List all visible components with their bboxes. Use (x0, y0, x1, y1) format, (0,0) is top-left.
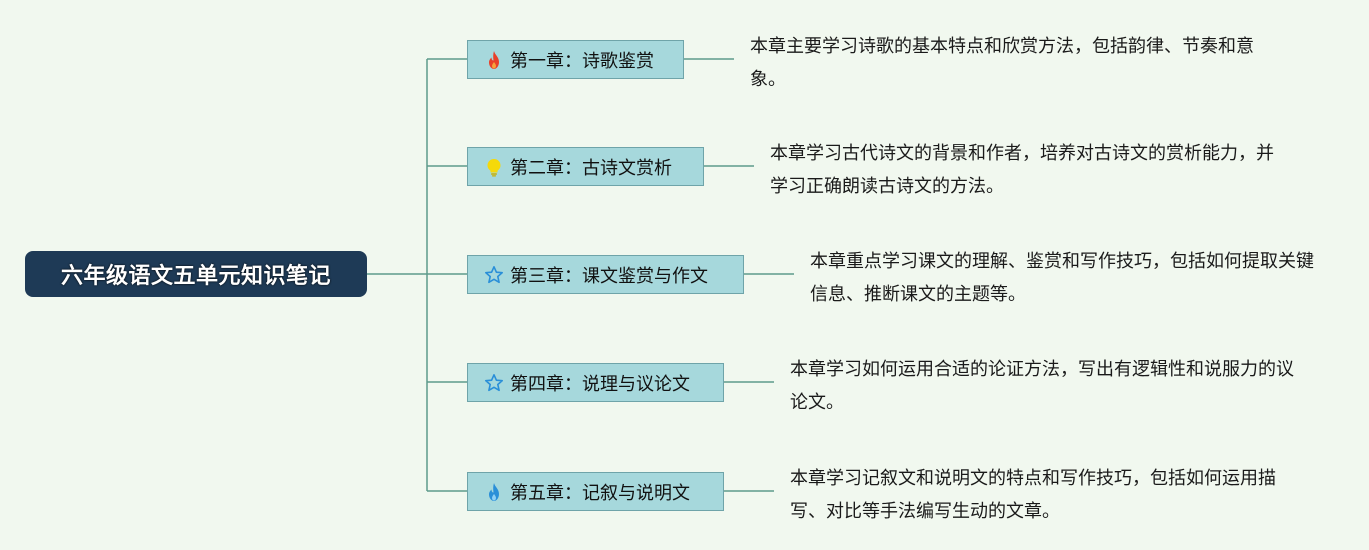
chapter-label-1: 第一章：诗歌鉴赏 (510, 50, 654, 72)
chapter-label-2: 第二章：古诗文赏析 (510, 157, 672, 179)
chapter-label-3: 第三章：课文鉴赏与作文 (510, 265, 708, 287)
root-title: 六年级语文五单元知识笔记 (60, 264, 331, 289)
chapter-label-5: 第五章：记叙与说明文 (510, 482, 690, 504)
chapter-node-2[interactable]: 第二章：古诗文赏析 (467, 147, 704, 186)
chapter-node-5[interactable]: 第五章：记叙与说明文 (467, 472, 724, 511)
chapter-description-4: 本章学习如何运用合适的论证方法，写出有逻辑性和说服力的议论文。 (790, 359, 1294, 413)
star-outline-icon (484, 373, 504, 393)
root-node[interactable]: 六年级语文五单元知识笔记 (25, 251, 367, 297)
chapter-description-2: 本章学习古代诗文的背景和作者，培养对古诗文的赏析能力，并学习正确朗读古诗文的方法… (770, 143, 1274, 197)
chapter-label-4: 第四章：说理与议论文 (510, 373, 690, 395)
star-outline-icon (484, 265, 504, 285)
lightbulb-icon (484, 157, 504, 177)
chapter-description-5: 本章学习记叙文和说明文的特点和写作技巧，包括如何运用描写、对比等手法编写生动的文… (790, 468, 1276, 522)
chapter-description-3: 本章重点学习课文的理解、鉴赏和写作技巧，包括如何提取关键信息、推断课文的主题等。 (810, 251, 1314, 305)
chapter-node-3[interactable]: 第三章：课文鉴赏与作文 (467, 255, 744, 294)
chapter-node-1[interactable]: 第一章：诗歌鉴赏 (467, 40, 684, 79)
chapter-description-1: 本章主要学习诗歌的基本特点和欣赏方法，包括韵律、节奏和意象。 (750, 36, 1254, 90)
fire-icon (484, 482, 504, 502)
fire-icon (484, 50, 504, 70)
chapter-node-4[interactable]: 第四章：说理与议论文 (467, 363, 724, 402)
